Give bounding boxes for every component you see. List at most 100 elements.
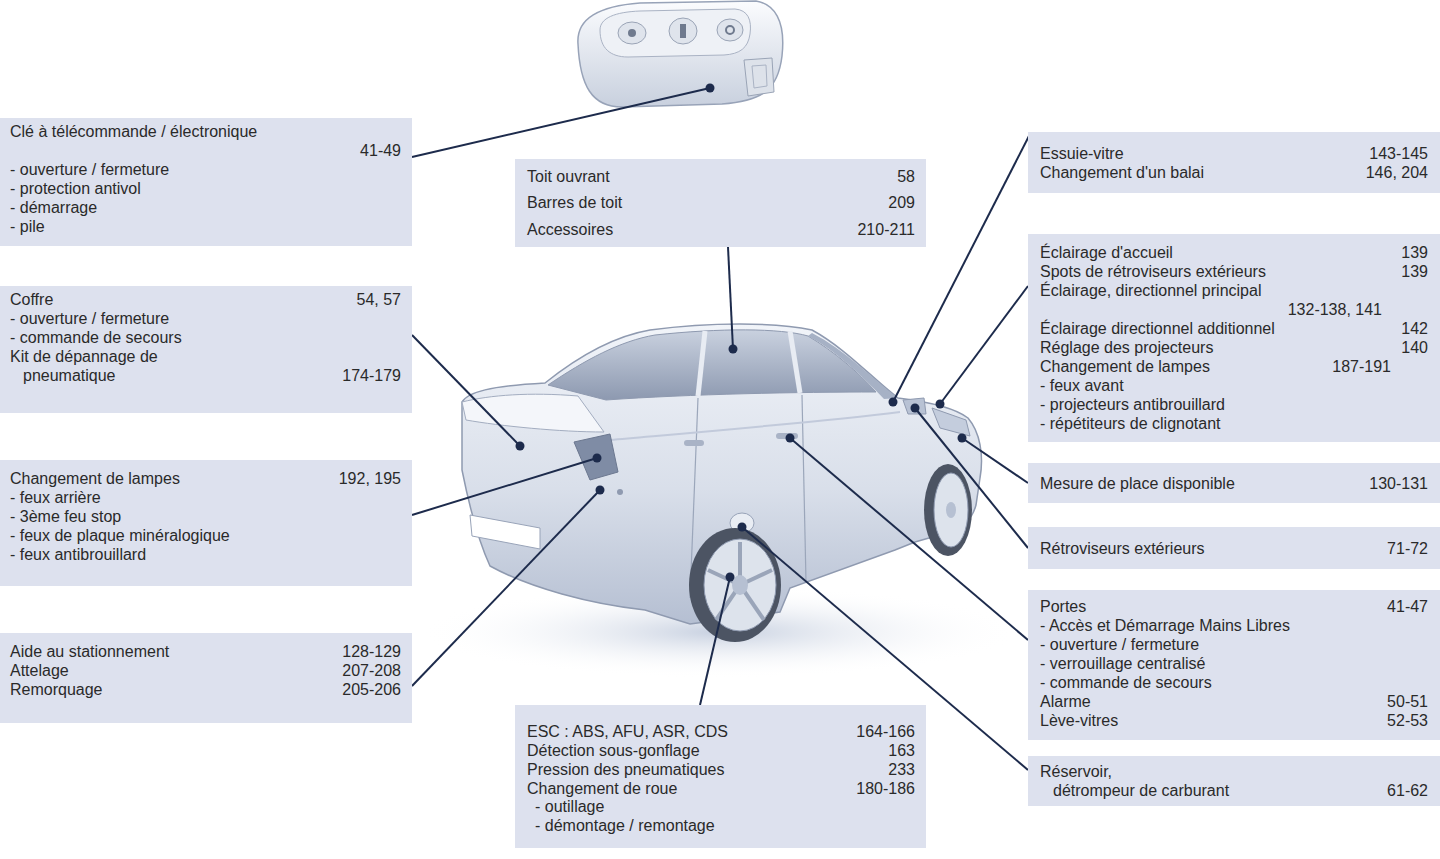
page-number: 140 (1401, 338, 1428, 357)
page-number: 180-186 (856, 779, 915, 798)
entry-heading: Kit de dépannage de pneumatique (10, 347, 233, 385)
leader-dots (516, 84, 967, 582)
leader-line (790, 438, 1028, 640)
mirror (903, 398, 926, 414)
leader-dot (706, 84, 715, 93)
entry-text: détrompeur de carburant (1053, 781, 1229, 800)
index-box: Réservoir,détrompeur de carburant61-62 (1028, 756, 1440, 806)
fob-button (669, 18, 697, 44)
entry-text: - feux antibrouillard (10, 545, 146, 564)
rear-rim (704, 539, 776, 631)
entry-text: Changement de roue (527, 779, 677, 798)
index-box: Aide au stationnement128-129Attelage207-… (0, 633, 412, 723)
index-box: Toit ouvrant58Barres de toit209Accessoir… (515, 159, 926, 247)
entry-text: - outillage (535, 797, 604, 816)
leader-line (700, 577, 730, 705)
entry-text: - feux arrière (10, 488, 101, 507)
page-number: 210-211 (857, 220, 915, 239)
entry-text: Attelage (10, 661, 69, 680)
page-number: 192, 195 (339, 469, 401, 488)
index-box: Clé à télécommande / électronique 41-49 - … (0, 118, 412, 246)
rear-spokes (708, 542, 772, 620)
page-number: 52-53 (1387, 711, 1428, 730)
entry-text: - feux de plaque minéralogique (10, 526, 230, 545)
entry-text: - ouverture / fermeture (10, 160, 169, 179)
entry-text: - projecteurs antibrouillard (1040, 395, 1225, 414)
entry-text: Accessoires (527, 220, 613, 239)
entry-text: Pression des pneumatiques (527, 760, 724, 779)
leader-line (412, 335, 520, 446)
entry-text: Spots de rétroviseurs extérieurs (1040, 262, 1266, 281)
parking-sensor (617, 489, 623, 495)
front-rim (934, 473, 968, 547)
page-number: 187-191 (1332, 357, 1391, 376)
index-box: Changement de lampes 192, 195 - feux arriè… (0, 460, 412, 586)
page-number: 50-51 (1387, 692, 1428, 711)
entry-text: - démarrage (10, 198, 97, 217)
page-number: 163 (888, 741, 915, 760)
page-number: 41-47 (1387, 597, 1428, 616)
entry-text: Toit ouvrant (527, 167, 610, 186)
entry-text: Réservoir, (1040, 762, 1112, 781)
page-number: 205-206 (342, 680, 401, 699)
rear-lamp (574, 434, 618, 480)
fob-icon (628, 29, 636, 37)
headlamp (932, 408, 970, 436)
fob-button (618, 22, 646, 44)
fob-shell (578, 1, 783, 107)
index-box: Mesure de place disponible 130-131 (1028, 463, 1440, 503)
page-number: 132-138, 141 (1288, 300, 1382, 319)
leader-dot (889, 398, 898, 407)
entry-text: Éclairage directionnel additionnel (1040, 319, 1275, 338)
index-box: Coffre54, 57- ouverture / fermeture- com… (0, 286, 412, 413)
page-number: 71-72 (1387, 539, 1428, 558)
leader-dot (516, 442, 525, 451)
entry-text: ESC : ABS, AFU, ASR, CDS (527, 722, 728, 741)
door-pillar (790, 331, 800, 393)
page-number: 41-49 (360, 141, 401, 160)
entry-heading: Clé à télécommande / électronique (10, 122, 263, 141)
entry-text: - protection antivol (10, 179, 141, 198)
entry-text: Barres de toit (527, 193, 622, 212)
leader-line (412, 88, 710, 157)
body-crease (610, 412, 900, 440)
entry-text: Aide au stationnement (10, 642, 169, 661)
entry-text: Changement de lampes (1040, 357, 1210, 376)
page-number: 233 (888, 760, 915, 779)
page-number: 164-166 (856, 722, 915, 741)
leader-dot (936, 400, 945, 409)
trunk-lid (462, 394, 604, 432)
index-box: Portes41-47- Accès et Démarrage Mains Li… (1028, 590, 1440, 740)
entry-text: Essuie-vitre (1040, 144, 1124, 163)
leader-dot (911, 404, 920, 413)
fob-icon (680, 24, 686, 38)
fob-button-panel (600, 9, 750, 57)
entry-text: Changement de lampes (10, 469, 180, 488)
leader-line (728, 247, 733, 349)
leader-line (962, 438, 1028, 483)
front-hub (946, 502, 956, 518)
windshield (808, 333, 898, 399)
entry-text: Éclairage d'accueil (1040, 243, 1173, 262)
entry-text: - commande de secours (10, 328, 182, 347)
page-number: 143-145 (1369, 144, 1428, 163)
entry-text: Mesure de place disponible (1040, 474, 1235, 493)
entry-text: - pile (10, 217, 45, 236)
entry-text: Lève-vitres (1040, 711, 1118, 730)
page-number: 130-131 (1369, 474, 1428, 493)
rear-tyre (689, 528, 781, 642)
page-number: 174-179 (342, 366, 401, 385)
entry-heading: Éclairage, directionnel principal (1040, 281, 1263, 300)
entry-text: - ouverture / fermeture (1040, 635, 1199, 654)
fob-key-blade (744, 58, 774, 96)
leader-line (940, 286, 1028, 404)
door-handle (684, 440, 704, 446)
page-number: 54, 57 (357, 290, 401, 309)
fob-key-blade (752, 65, 767, 88)
index-box: Essuie-vitre143-145Changement d'un balai… (1028, 132, 1440, 193)
entry-text: Détection sous-gonflage (527, 741, 700, 760)
leader-line (412, 490, 600, 686)
leader-dot (593, 454, 602, 463)
